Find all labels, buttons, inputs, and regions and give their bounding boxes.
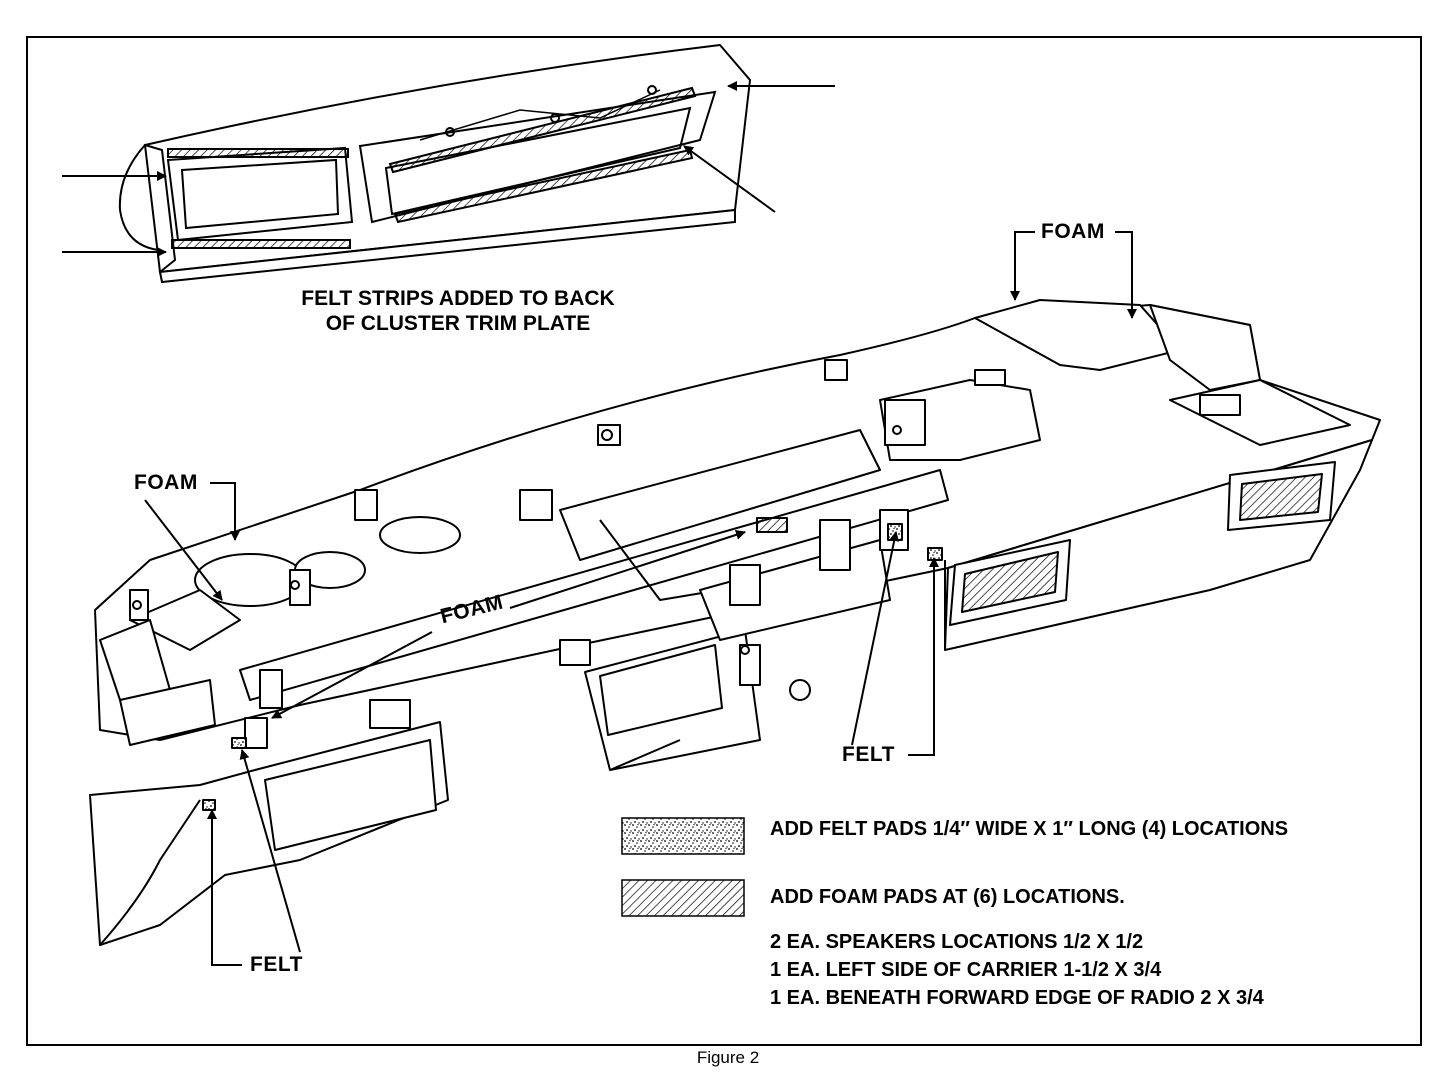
foam-label-left: FOAM xyxy=(134,471,198,494)
felt-label-bottom: FELT xyxy=(250,953,303,976)
caption-line-1: FELT STRIPS ADDED TO BACK xyxy=(301,287,615,310)
caption-line-2: OF CLUSTER TRIM PLATE xyxy=(325,312,591,335)
cluster-trim-plate xyxy=(118,43,752,284)
felt-legend-swatch xyxy=(621,817,745,855)
trim-plate-caption: FELT STRIPS ADDED TO BACK OF CLUSTER TRI… xyxy=(268,286,648,336)
instrument-panel-carrier xyxy=(89,299,1381,946)
foam-notes: 2 EA. SPEAKERS LOCATIONS 1/2 X 1/2 1 EA.… xyxy=(770,928,1264,1012)
trim-plate-arrows xyxy=(62,81,835,257)
felt-legend-text: ADD FELT PADS 1/4″ WIDE X 1″ LONG (4) LO… xyxy=(770,818,1289,840)
figure-frame xyxy=(26,36,1422,1046)
foam-label-top: FOAM xyxy=(1041,220,1105,243)
foam-legend-swatch xyxy=(621,879,745,917)
note-line: 1 EA. BENEATH FORWARD EDGE OF RADIO 2 X … xyxy=(770,987,1264,1009)
note-line: 2 EA. SPEAKERS LOCATIONS 1/2 X 1/2 xyxy=(770,931,1144,953)
leader-lines xyxy=(144,231,1137,966)
felt-label-right: FELT xyxy=(842,743,895,766)
foam-legend-text: ADD FOAM PADS AT (6) LOCATIONS. xyxy=(770,886,1125,908)
note-line: 1 EA. LEFT SIDE OF CARRIER 1-1/2 X 3/4 xyxy=(770,959,1162,981)
figure-caption: Figure 2 xyxy=(696,1048,760,1067)
